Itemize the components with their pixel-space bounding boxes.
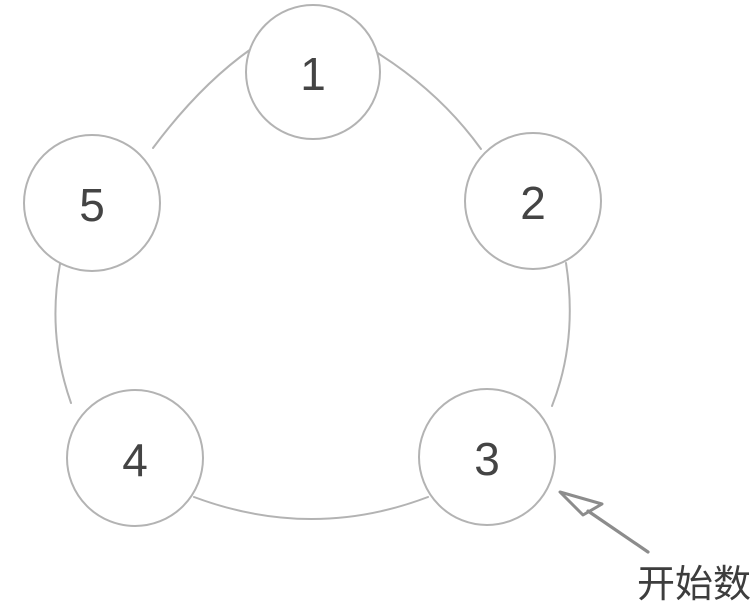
node-5[interactable]: 5	[23, 134, 161, 272]
node-4-label: 4	[122, 434, 148, 486]
node-3-label: 3	[474, 433, 500, 485]
node-2[interactable]: 2	[464, 132, 602, 270]
node-1-label: 1	[300, 48, 326, 100]
node-3-circle[interactable]	[418, 388, 556, 526]
node-5-circle[interactable]	[23, 134, 161, 272]
link-4-to-5	[54, 263, 72, 404]
node-2-label: 2	[520, 177, 546, 229]
link-2-to-3	[551, 262, 571, 407]
node-4[interactable]: 4	[66, 389, 204, 527]
start-annotation: 开始数	[558, 490, 751, 603]
ring-links	[54, 48, 571, 520]
annotation-label: 开始数	[637, 562, 751, 603]
node-4-circle[interactable]	[66, 389, 204, 527]
annotation-arrow-head-icon	[558, 490, 604, 517]
link-5-to-1	[152, 48, 252, 149]
annotation-arrow-shaft	[586, 509, 650, 554]
node-1[interactable]: 1	[245, 4, 381, 140]
node-2-circle[interactable]	[464, 132, 602, 270]
link-3-to-4	[193, 496, 429, 520]
link-1-to-2	[375, 51, 482, 150]
node-5-label: 5	[79, 179, 105, 231]
node-3[interactable]: 3	[418, 388, 556, 526]
node-1-circle[interactable]	[245, 4, 381, 140]
